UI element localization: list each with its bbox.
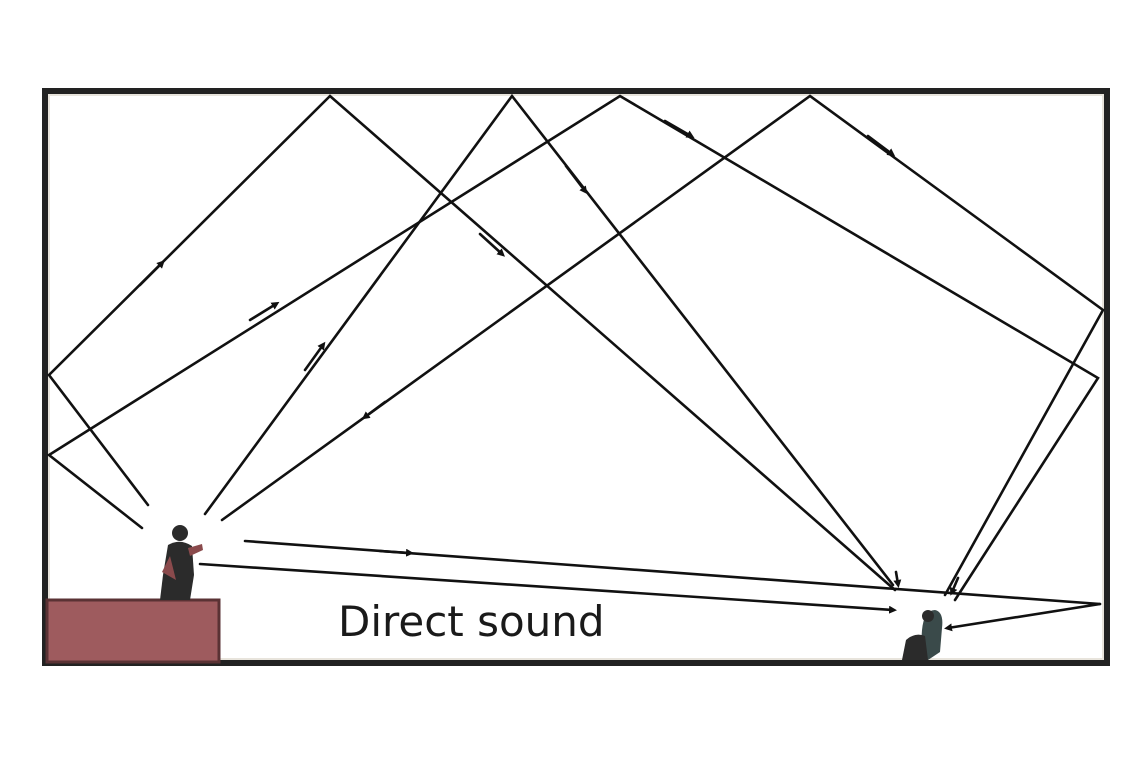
direct-sound-label: Direct sound — [338, 597, 605, 646]
stage-platform — [45, 598, 221, 664]
arrow-ray-c-down — [564, 164, 588, 195]
arrow-ray-a-down — [478, 232, 505, 257]
reflected-ray-d — [220, 94, 1105, 597]
listener-seat-icon — [902, 610, 943, 660]
arrow-direct-upper — [378, 548, 414, 557]
direct-ray-lower — [198, 562, 897, 614]
direct-ray-floor-return — [944, 602, 1102, 632]
direct-rays — [198, 539, 1102, 632]
arrow-ray-b-up — [248, 301, 280, 322]
room-outline — [42, 88, 1110, 666]
performer-icon — [160, 525, 203, 600]
ray-arrowheads — [138, 119, 960, 596]
reflected-rays — [46, 93, 1105, 602]
arrow-ray-c-up — [303, 341, 326, 372]
reflected-ray-c — [203, 93, 895, 587]
reflected-ray-b — [46, 94, 1100, 602]
arrow-ray-d-down — [866, 134, 896, 157]
arrow-seat-2 — [949, 576, 960, 596]
arrow-ray-a-up — [138, 260, 165, 287]
arrow-ray-b-down — [663, 119, 695, 138]
arrow-seat-1 — [893, 570, 902, 588]
reflected-ray-a — [47, 94, 897, 592]
arrow-ray-d-mid — [361, 400, 387, 420]
stage-block — [45, 598, 221, 664]
